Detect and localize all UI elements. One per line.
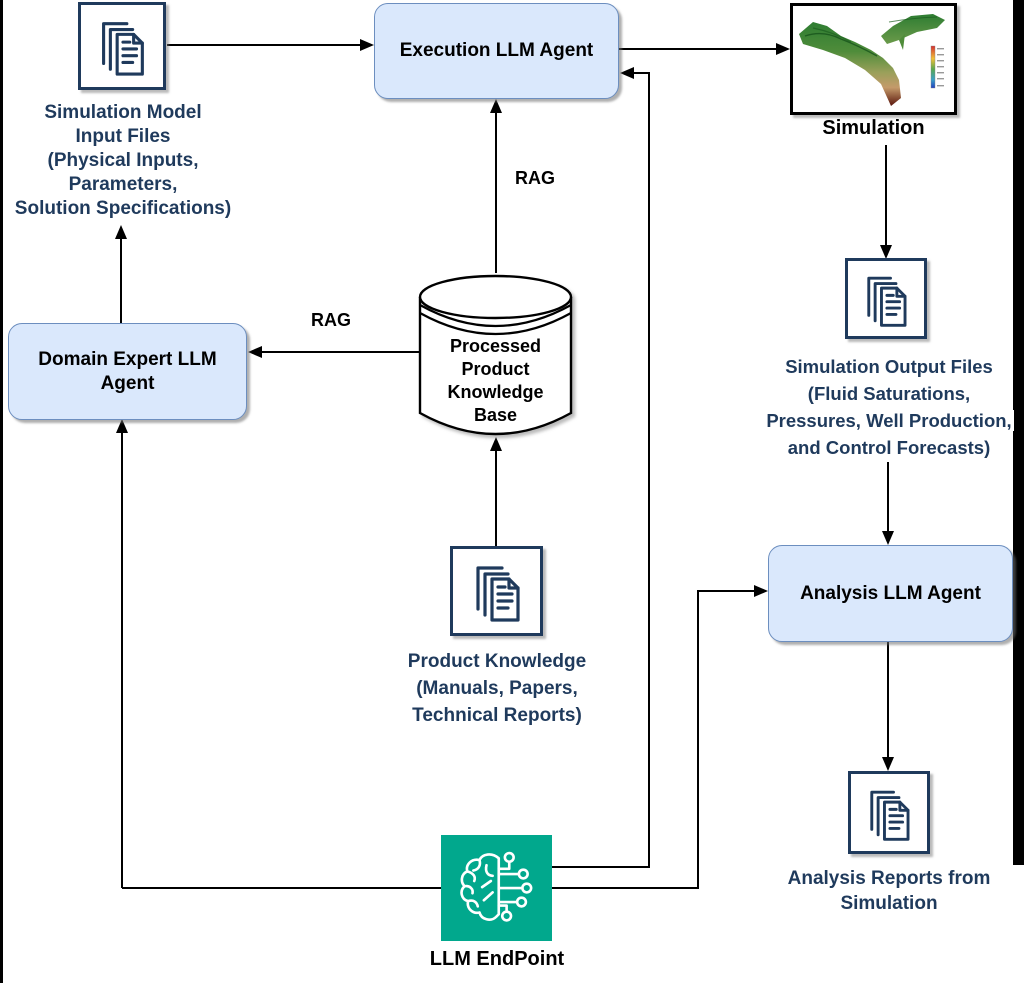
arrowhead-down-icon [882,757,894,771]
arrowhead-left-icon [248,346,262,358]
output-files-label: Simulation Output Files (Fluid Saturatio… [764,356,1014,458]
edge-endpoint-horizontal-low-line [122,887,698,889]
brain-circuit-icon [459,851,532,922]
edge-domain-inputfiles-line [120,239,122,324]
analysis-reports-icon-box [848,771,930,854]
edge-analysis-reports-line [887,641,889,758]
llm-endpoint-icon-box [441,835,552,941]
input-files-label: Simulation Model Input Files (Physical I… [12,102,234,219]
edge-inputfiles-execution-line [167,44,360,46]
arrowhead-right-icon [754,585,768,597]
edge-outputfiles-analysis-line [887,462,889,532]
analysis-reports-label: Analysis Reports from Simulation [785,868,993,914]
database-cylinder-icon [418,274,573,436]
arrowhead-down-icon [882,531,894,545]
edge-kb-execution-rag-line [495,113,497,273]
arrowhead-down-icon [880,245,892,259]
domain-expert-llm-agent-label: Domain Expert LLM Agent [38,348,217,394]
documents-icon [870,790,910,841]
documents-icon [867,276,907,327]
edge-productknowledge-kb-line [495,451,497,547]
input-files-icon-box [78,2,166,90]
rag-label-horizontal: RAG [311,310,351,330]
output-files-icon-box [845,258,927,339]
product-knowledge-label: Product Knowledge (Manuals, Papers, Tech… [405,651,589,726]
knowledge-base-label: Processed Product Knowledge Base [447,336,544,425]
edge-endpoint-execution-hline [551,866,650,868]
edge-endpoint-execution-entry-line [634,72,649,74]
documents-icon [475,566,520,622]
arrowhead-up-icon [116,419,128,433]
knowledge-base-cylinder: Processed Product Knowledge Base [418,273,573,437]
edge-endpoint-analysis-entry-line [698,590,754,592]
edge-endpoint-execution-vline [648,72,650,868]
analysis-llm-agent-box: Analysis LLM Agent [768,545,1013,642]
right-edge-strip [1013,0,1024,865]
arrowhead-up-icon [115,225,127,239]
product-knowledge-icon-box [450,546,543,636]
edge-kb-domain-rag-line [262,351,419,353]
edge-endpoint-analysis-vline [697,590,699,889]
arrowhead-left-icon [620,67,634,79]
edge-simulation-outputfiles-line [885,145,887,245]
documents-icon [102,22,144,76]
simulation-3d-model-image [799,14,945,106]
left-edge-strip [0,0,3,983]
execution-llm-agent-box: Execution LLM Agent [374,3,619,99]
domain-expert-llm-agent-box: Domain Expert LLM Agent [8,323,247,420]
rag-label-vertical: RAG [515,168,555,188]
arrowhead-up-icon [490,437,502,451]
llm-endpoint-label: LLM EndPoint [427,948,567,970]
arrowhead-up-icon [490,99,502,113]
simulation-image-frame [790,3,957,115]
arrowhead-right-icon [360,39,374,51]
execution-llm-agent-label: Execution LLM Agent [399,40,594,61]
edge-endpoint-domain-line [121,433,123,888]
analysis-llm-agent-label: Analysis LLM Agent [800,582,981,604]
simulation-label: Simulation [820,117,927,139]
edge-execution-simulation-line [617,48,776,50]
arrowhead-right-icon [776,43,790,55]
